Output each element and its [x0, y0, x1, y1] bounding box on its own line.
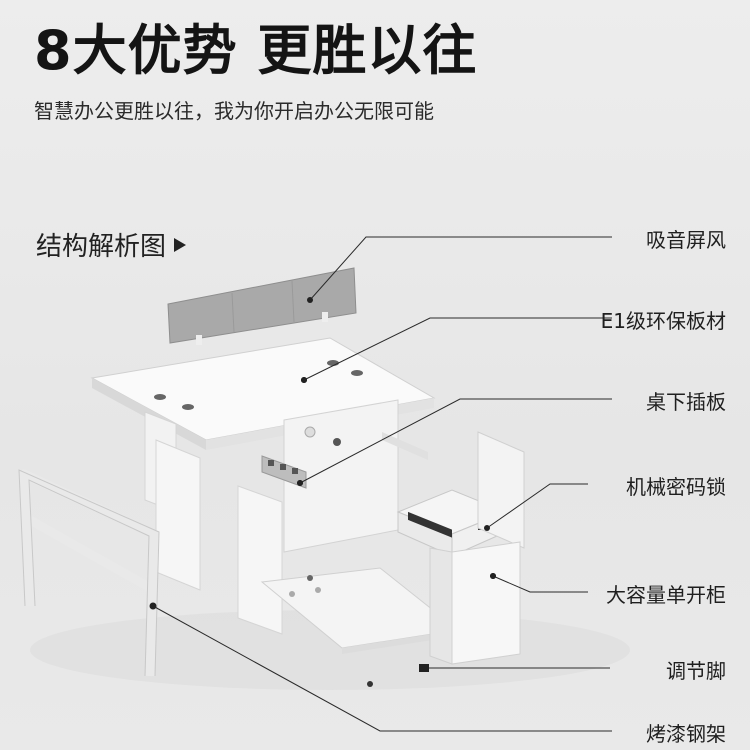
triangle-right-icon [174, 237, 187, 252]
line-cabinet [492, 575, 588, 593]
line-board [303, 317, 612, 381]
line-lock [486, 483, 588, 529]
side-panels-illustration [144, 411, 283, 635]
page-title: 8大优势 更胜以往 [34, 19, 478, 82]
section-heading: 结构解析图 [36, 226, 187, 263]
acoustic-screen-illustration [167, 267, 357, 345]
callout-e1-board: E1级环保板材 [600, 309, 726, 333]
callout-acoustic-screen: 吸音屏风 [646, 228, 726, 252]
callout-power-strip: 桌下插板 [646, 390, 726, 414]
line-frame [152, 605, 612, 732]
callout-adjustable-foot: 调节脚 [666, 659, 726, 683]
steel-frame-outline [18, 469, 160, 677]
cabinet-illustration [429, 431, 525, 665]
callout-steel-frame: 烤漆钢架 [646, 722, 726, 746]
callout-lines [152, 236, 612, 732]
section-heading-label: 结构解析图 [36, 232, 167, 262]
power-strip-illustration [261, 399, 428, 553]
line-acoustic-screen [309, 236, 612, 301]
callout-cabinet: 大容量单开柜 [606, 583, 726, 607]
line-power-strip [299, 398, 612, 484]
callout-combination-lock: 机械密码锁 [626, 475, 726, 499]
page-subtitle: 智慧办公更胜以往，我为你开启办公无限可能 [34, 99, 434, 123]
